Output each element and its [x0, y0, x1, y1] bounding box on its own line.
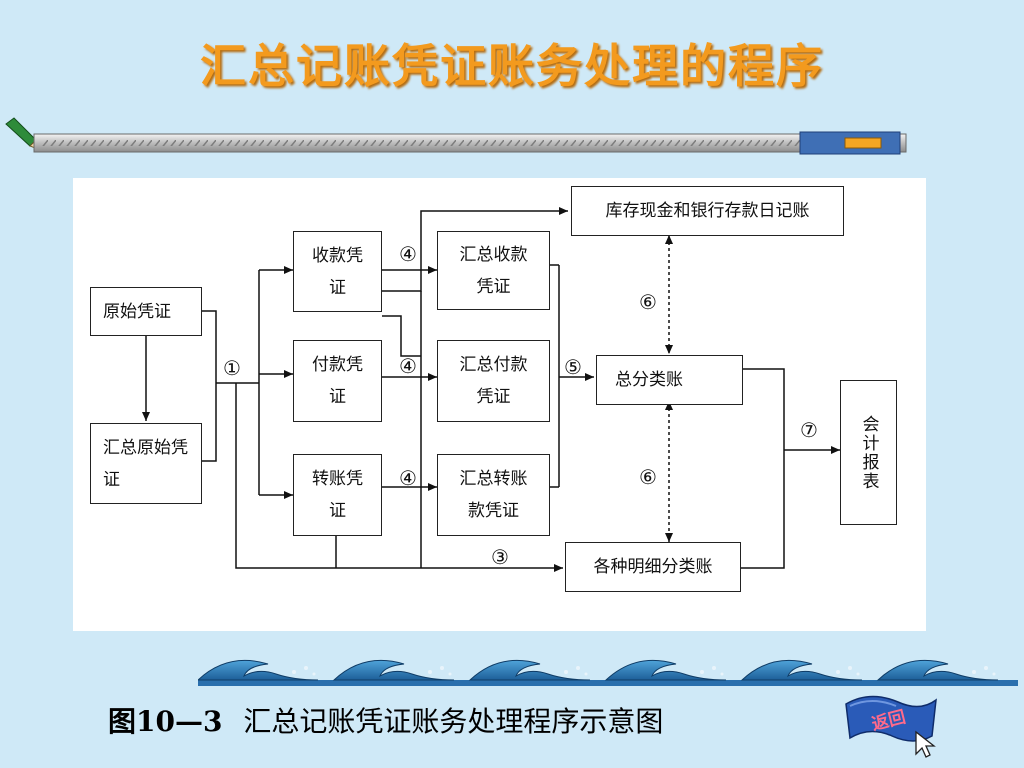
wave-decoration [198, 659, 1018, 686]
receipt-voucher-box: 收款凭证 [293, 231, 382, 312]
cash-bank-journal-box: 库存现金和银行存款日记账 [571, 186, 844, 236]
flag-icon: 返回 [845, 695, 937, 758]
summary-payment-voucher-box: 汇总付款凭证 [437, 340, 550, 422]
step-4-label-transfer: ④ [399, 466, 417, 490]
payment-voucher-box: 付款凭证 [293, 340, 382, 422]
step-1-label: ① [223, 356, 241, 380]
cursor-icon [915, 730, 936, 758]
summary-receipt-voucher-box: 汇总收款凭证 [437, 231, 550, 310]
step-3-label: ③ [491, 545, 509, 569]
figure-caption-text: 汇总记账凭证账务处理程序示意图 [243, 705, 664, 738]
transfer-voucher-box: 转账凭证 [293, 454, 382, 536]
financial-statements-box: 会计报表 [840, 380, 897, 525]
step-7-label: ⑦ [800, 418, 818, 442]
summary-original-voucher-box: 汇总原始凭证 [90, 423, 202, 504]
general-ledger-box: 总分类账 [596, 355, 743, 405]
diagram-connectors [142, 207, 840, 572]
step-4-label-receipt: ④ [399, 242, 417, 266]
pencil-ruler-decoration [5, 117, 907, 155]
summary-transfer-voucher-box: 汇总转账款凭证 [437, 454, 550, 536]
figure-caption: 图10—3 汇总记账凭证账务处理程序示意图 [108, 700, 663, 740]
diagram-panel: 原始凭证 汇总原始凭证 收款凭证 付款凭证 转账凭证 汇总收款凭证 汇总付款凭证… [73, 178, 926, 631]
step-6-label-top: ⑥ [639, 290, 657, 314]
subsidiary-ledger-box: 各种明细分类账 [565, 542, 741, 592]
page-title: 汇总记账凭证账务处理的程序 [200, 39, 824, 93]
step-4-label-payment: ④ [399, 354, 417, 378]
back-button[interactable]: 返回 [840, 688, 946, 758]
original-voucher-box: 原始凭证 [90, 287, 202, 336]
step-6-label-bottom: ⑥ [639, 465, 657, 489]
figure-number: 图10—3 [108, 705, 223, 738]
step-5-label: ⑤ [564, 355, 582, 379]
